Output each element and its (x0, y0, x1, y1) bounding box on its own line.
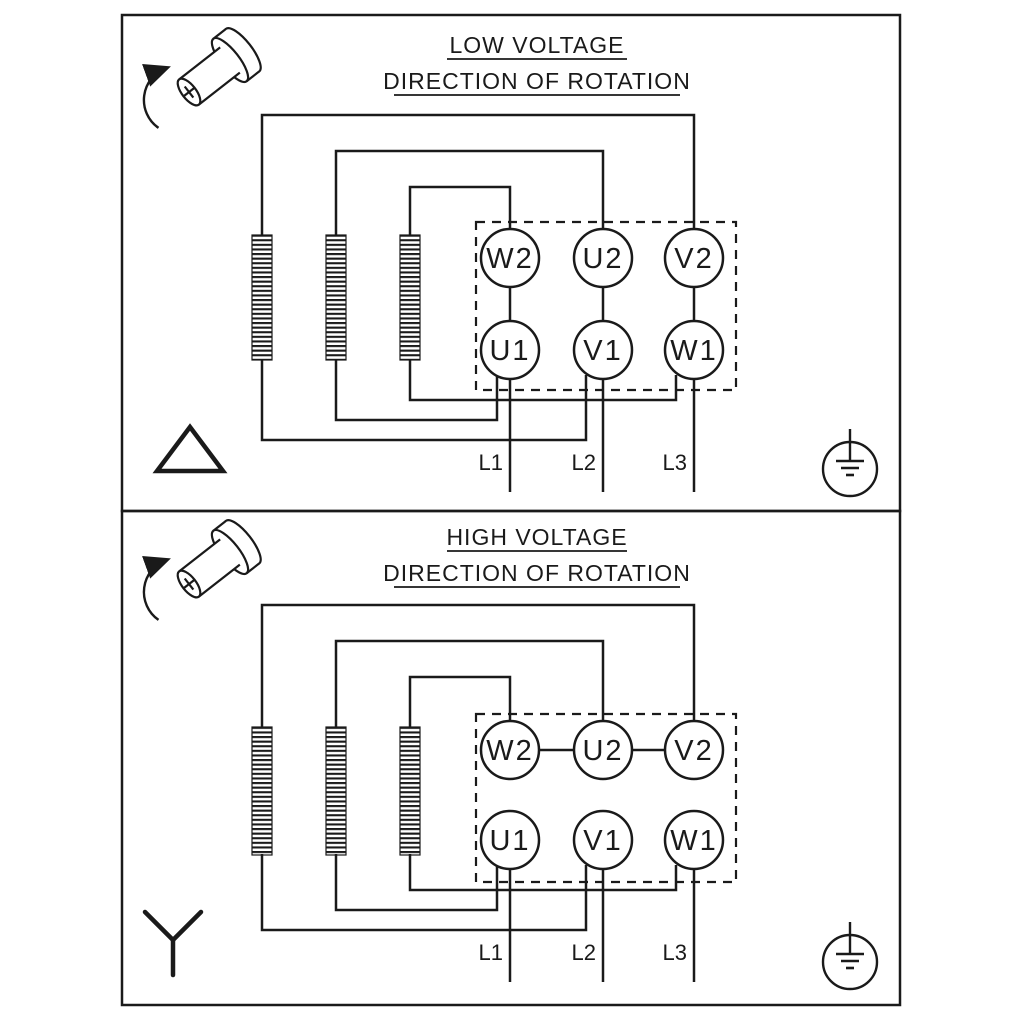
supply-label-l3: L3 (663, 940, 687, 965)
wire (408, 854, 678, 892)
terminal-u2: U2 (572, 227, 634, 289)
earth-ground-icon (821, 429, 879, 498)
winding-coil-3 (399, 234, 421, 361)
terminal-board-outline (474, 712, 738, 884)
wire (408, 359, 678, 402)
terminal-label: U1 (489, 825, 530, 857)
terminal-circle (572, 719, 634, 781)
supply-label-l2: L2 (572, 940, 596, 965)
terminal-u1: U1 (479, 319, 541, 381)
wire (334, 639, 605, 728)
earth-ground-icon (821, 922, 879, 991)
terminal-u2: U2 (572, 719, 634, 781)
winding-coil-2 (325, 234, 347, 361)
icon-shape (142, 909, 176, 943)
rotation-direction-icon (142, 27, 262, 129)
terminal-v2: V2 (663, 719, 725, 781)
terminal-circle (479, 719, 541, 781)
panel-border (120, 509, 902, 1007)
icon-shape (178, 538, 221, 573)
terminal-w1: W1 (663, 319, 725, 381)
wire (408, 185, 512, 236)
supply-label-l3: L3 (663, 450, 687, 475)
low-voltage-panel: LOW VOLTAGE DIRECTION OF ROTATION (120, 13, 902, 513)
terminal-label: U2 (582, 243, 623, 275)
terminal-label: V1 (583, 335, 622, 367)
terminal-label: V1 (583, 825, 622, 857)
rotation-arrow (142, 556, 171, 621)
terminal-w1: W1 (663, 809, 725, 871)
terminal-label: W2 (486, 735, 534, 767)
terminal-circle (663, 719, 725, 781)
terminal-w2: W2 (479, 227, 541, 289)
panel-subtitle: DIRECTION OF ROTATION (383, 560, 691, 586)
wire (334, 854, 499, 912)
terminal-v1: V1 (572, 319, 634, 381)
wire (260, 113, 696, 236)
terminal-label: U1 (489, 335, 530, 367)
wire (260, 359, 588, 442)
wire (408, 675, 512, 728)
winding-coil-1 (251, 726, 273, 856)
icon-shape (183, 577, 195, 591)
terminal-label: V2 (674, 243, 713, 275)
panel-subtitle: DIRECTION OF ROTATION (383, 68, 691, 94)
rotation-arrow (142, 64, 171, 129)
panel-title: HIGH VOLTAGE (446, 524, 627, 550)
icon-shape (198, 563, 241, 598)
icon-shape (170, 909, 204, 943)
panel-title: LOW VOLTAGE (449, 32, 624, 58)
rotation-direction-icon (142, 519, 262, 621)
terminal-label: W1 (670, 825, 718, 857)
wire (334, 359, 499, 422)
terminal-label: V2 (674, 735, 713, 767)
winding-coil-1 (251, 234, 273, 361)
terminal-label: U2 (582, 735, 623, 767)
wire (260, 854, 588, 932)
terminal-circle (479, 227, 541, 289)
winding-coil-2 (325, 726, 347, 856)
supply-label-l1: L1 (479, 940, 503, 965)
wire (260, 603, 696, 728)
star-symbol-icon (142, 909, 204, 978)
high-voltage-panel: HIGH VOLTAGE DIRECTION OF ROTATION (120, 509, 902, 1007)
terminal-label: W2 (486, 243, 534, 275)
supply-label-l1: L1 (479, 450, 503, 475)
terminal-v2: V2 (663, 227, 725, 289)
terminal-v1: V1 (572, 809, 634, 871)
supply-label-l2: L2 (572, 450, 596, 475)
terminal-u1: U1 (479, 809, 541, 871)
terminal-board-outline (474, 220, 738, 392)
icon-shape (178, 46, 221, 81)
terminal-w2: W2 (479, 719, 541, 781)
wire (334, 149, 605, 236)
icon-shape (183, 85, 195, 99)
terminal-circle (572, 227, 634, 289)
delta-symbol-icon (152, 423, 228, 474)
winding-coil-3 (399, 726, 421, 856)
terminal-circle (663, 227, 725, 289)
terminal-label: W1 (670, 335, 718, 367)
icon-shape (198, 71, 241, 106)
